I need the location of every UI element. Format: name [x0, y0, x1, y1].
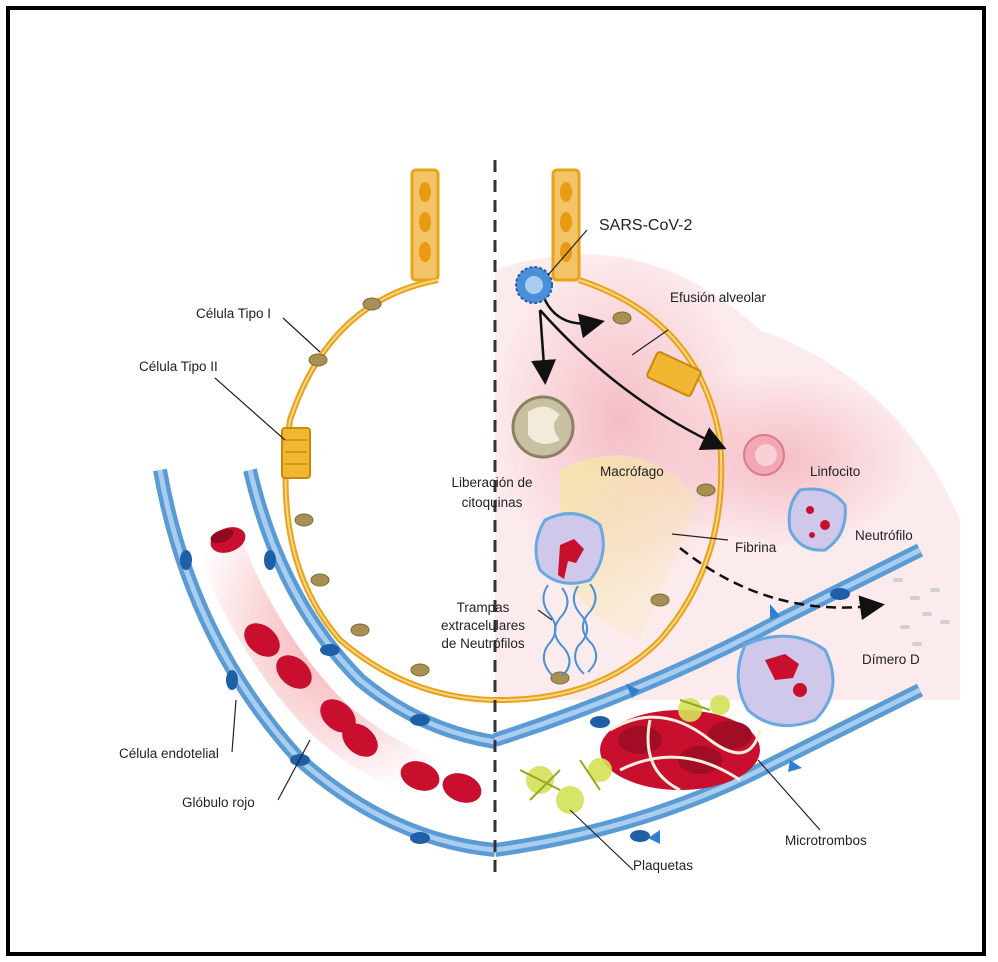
microthrombus [600, 710, 760, 790]
label-neutrofilo: Neutrófilo [855, 528, 913, 544]
label-trampas-line3: de Neutrófilos [418, 636, 548, 652]
label-plaquetas: Plaquetas [633, 858, 693, 874]
label-microtrombos: Microtrombos [785, 833, 867, 849]
lymphocyte [744, 435, 784, 475]
sars-cov-2-virion [516, 267, 552, 303]
label-trampas-line2: extracelulares [418, 618, 548, 634]
label-liberacion-citoquinas-line2: citoquinas [427, 495, 557, 511]
label-fibrina: Fibrina [735, 540, 776, 556]
label-celula-endotelial: Célula endotelial [119, 746, 219, 762]
label-macrofago: Macrófago [600, 464, 664, 480]
label-celula-tipo-1: Célula Tipo I [196, 306, 271, 322]
macrophage [513, 397, 573, 457]
label-trampas-line1: Trampas [418, 600, 548, 616]
label-liberacion-citoquinas-line1: Liberación de [427, 475, 557, 491]
label-linfocito: Linfocito [810, 464, 860, 480]
label-globulo-rojo: Glóbulo rojo [182, 795, 255, 811]
label-dimero-d: Dímero D [862, 652, 920, 668]
label-celula-tipo-2: Célula Tipo II [139, 359, 218, 375]
label-sars-cov-2: SARS-CoV-2 [599, 218, 692, 234]
label-efusion-alveolar: Efusión alveolar [670, 290, 766, 306]
